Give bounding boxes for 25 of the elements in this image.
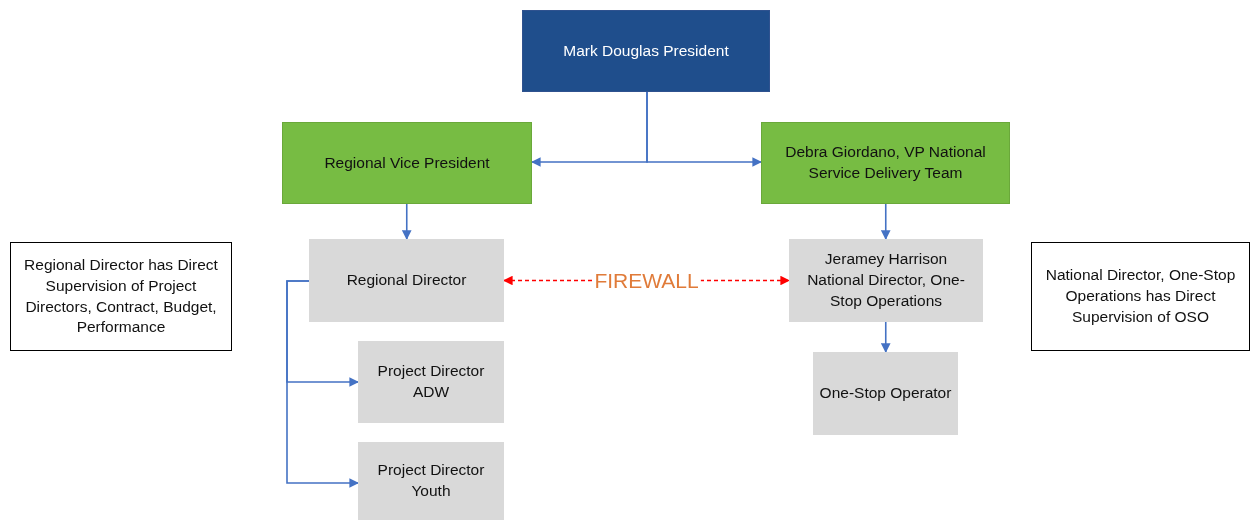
node-text: Debra Giordano, VP National Service Delivery Team <box>784 142 987 183</box>
node-text: Project Director ADW <box>376 361 486 402</box>
node-text: Regional Director has Direct Supervision of Project Directors, Contract, Budget, Performance <box>23 254 219 338</box>
node-text: Regional Director <box>346 270 467 291</box>
position-box <box>309 239 504 322</box>
vice-president-box <box>761 122 1010 204</box>
position-box <box>789 239 983 322</box>
node-text: Jeramey Harrison National Director, One-Stop Operations <box>806 249 966 311</box>
position-box <box>358 341 504 423</box>
position-box <box>813 352 958 435</box>
node-text: National Director, One-Stop Operations has Direct Supervision of OSO <box>1044 265 1237 327</box>
note-box <box>10 242 232 351</box>
node-text: One-Stop Operator <box>819 383 952 404</box>
connector-arrow <box>646 91 762 167</box>
position-box <box>358 442 504 520</box>
node-text: Project Director Youth <box>376 460 486 501</box>
connector-arrow <box>880 321 891 353</box>
note-box <box>1031 242 1250 351</box>
president-box <box>522 10 770 92</box>
node-text: Mark Douglas President <box>563 40 729 61</box>
connector-arrow <box>880 203 891 240</box>
connector-arrow <box>401 203 412 240</box>
node-text: Regional Vice President <box>324 152 490 173</box>
connector-arrow <box>286 280 359 488</box>
vice-president-box <box>282 122 532 204</box>
